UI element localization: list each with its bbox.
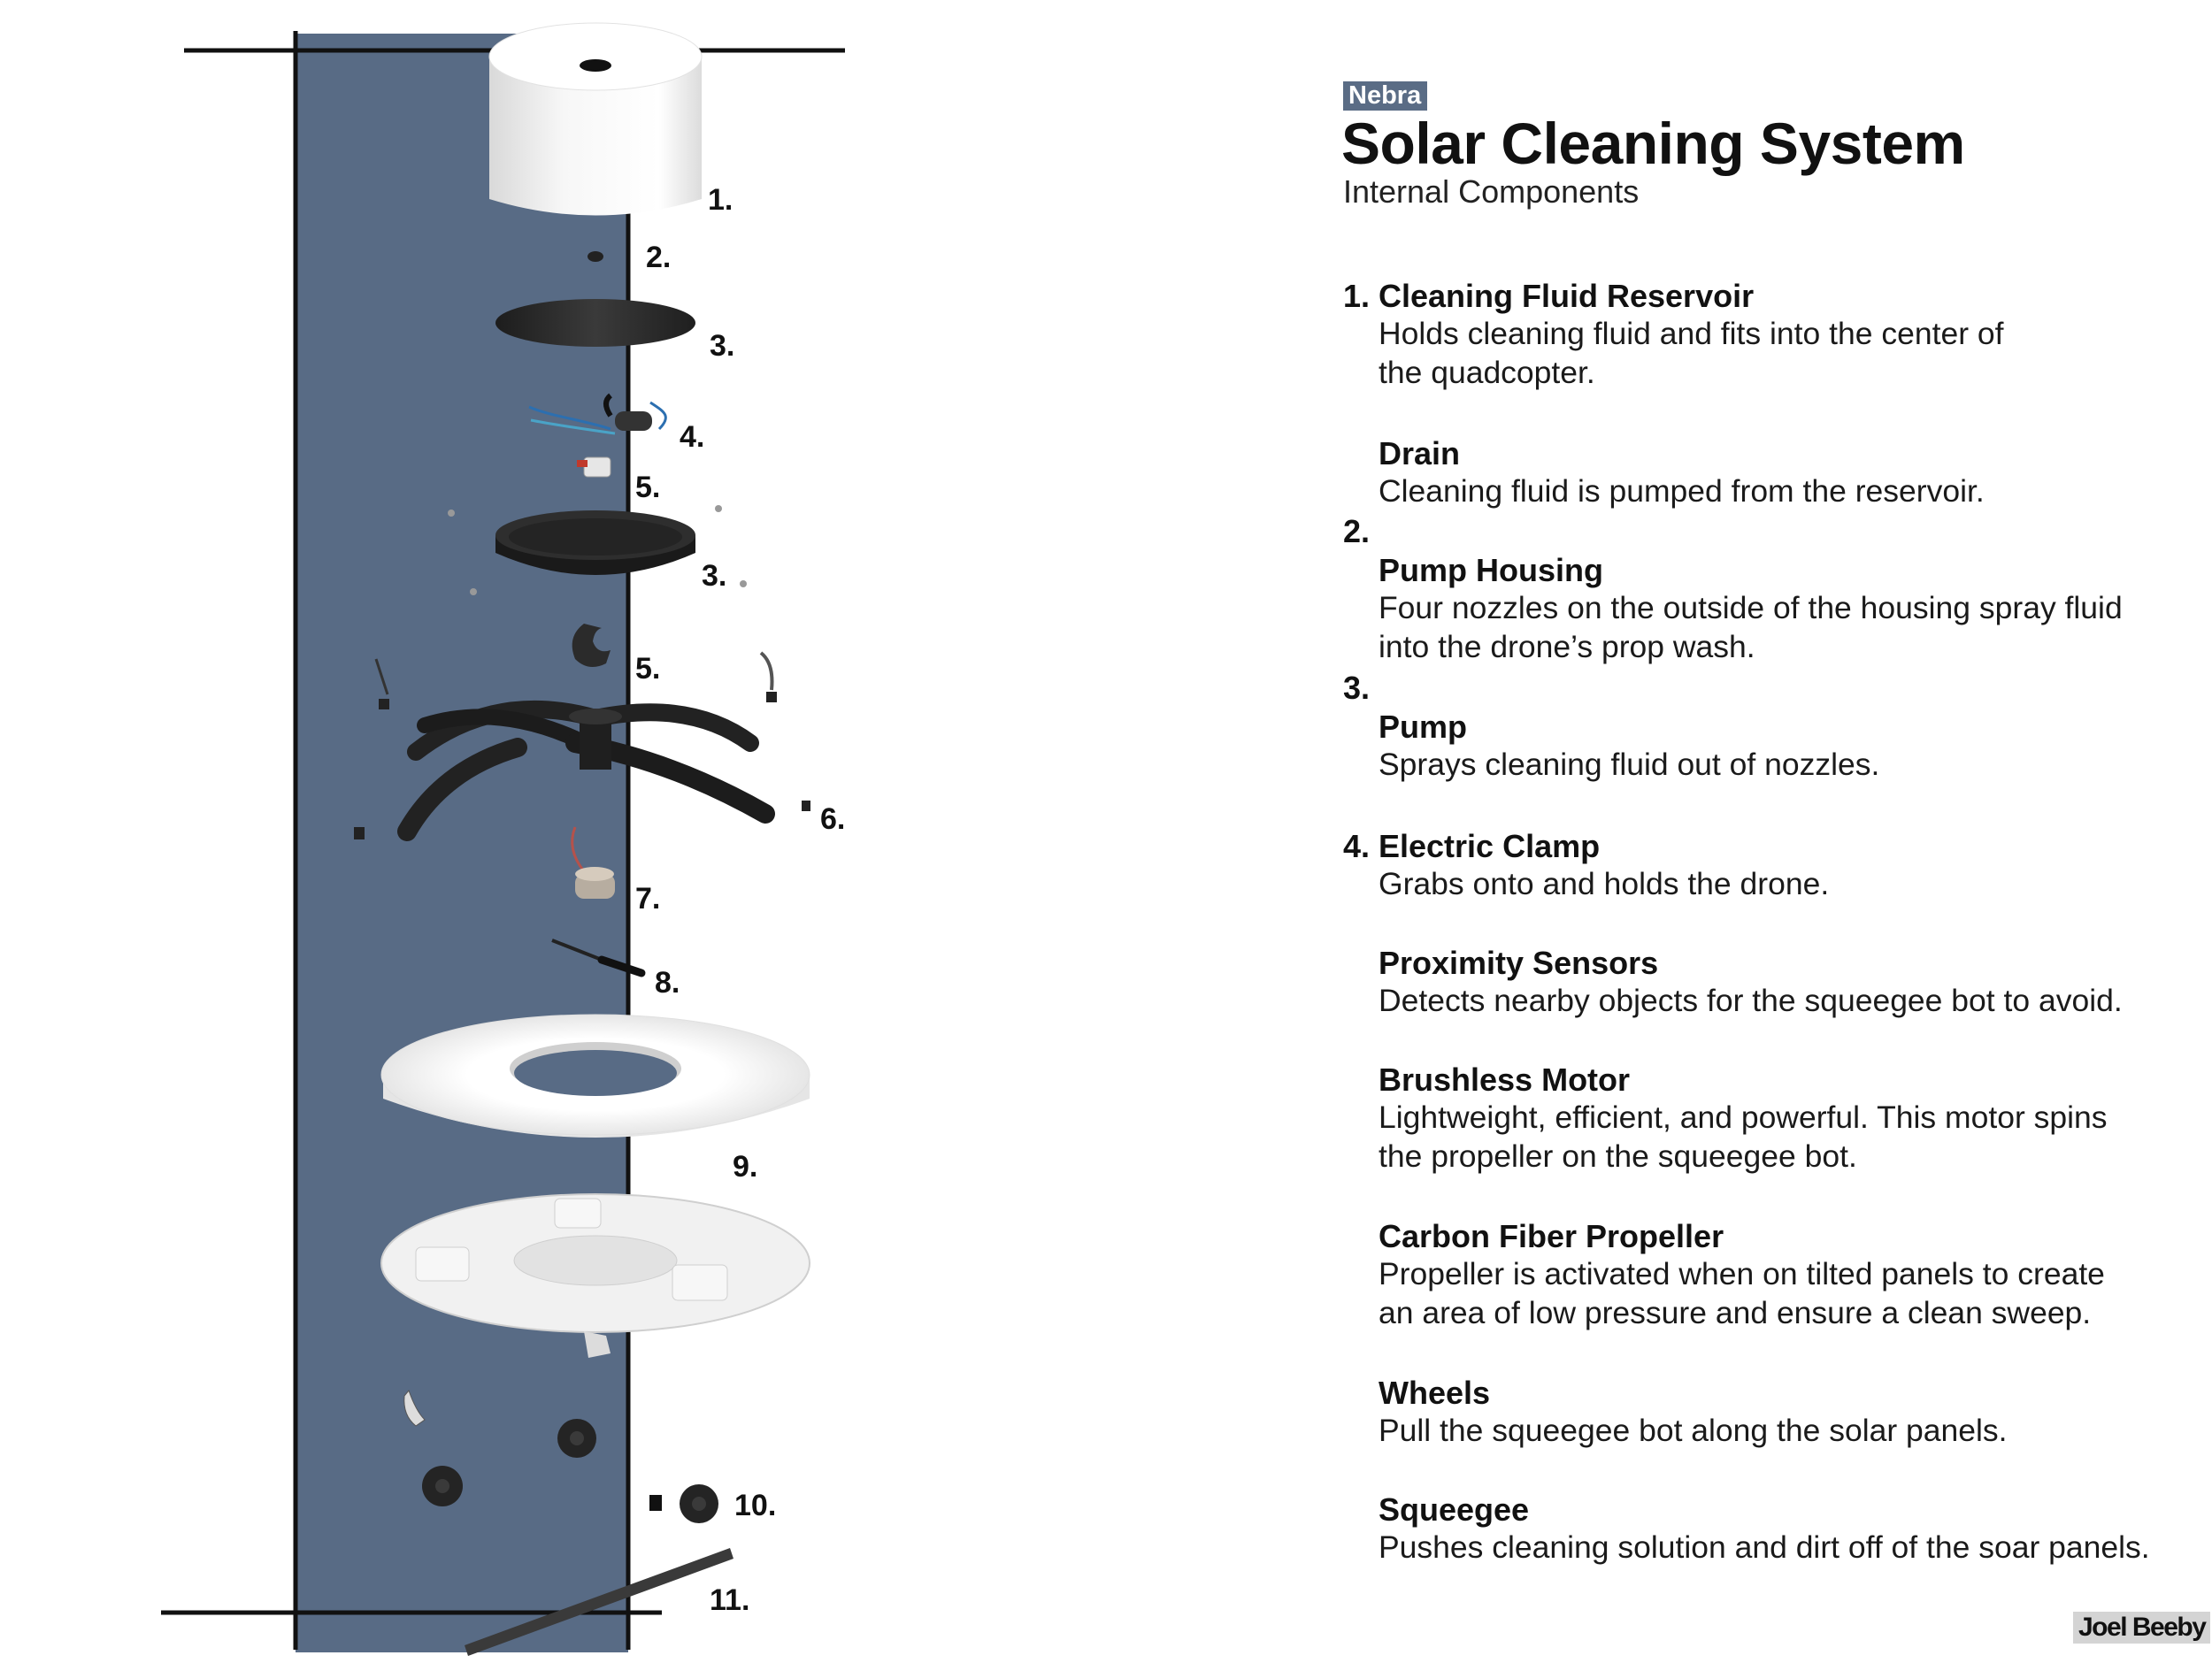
legend-number-2: 2.	[1343, 513, 1371, 549]
top-shell-part	[380, 1014, 810, 1138]
callout-3b: 3.	[702, 559, 727, 593]
component-title: Electric Clamp	[1379, 828, 1601, 864]
propeller-part	[551, 939, 646, 977]
callout-6: 6.	[820, 802, 846, 836]
component-desc: Lightweight, efficient, and powerful. Th…	[1379, 1100, 2108, 1135]
component-desc: Propeller is activated when on tilted pa…	[1379, 1256, 2105, 1291]
component-desc: Pushes cleaning solution and dirt off of…	[1379, 1529, 2150, 1565]
component-title: Carbon Fiber Propeller	[1379, 1218, 1724, 1254]
base-plate-part	[380, 1193, 810, 1358]
component-title: Pump	[1379, 709, 1468, 745]
component-desc: Holds cleaning fluid and fits into the c…	[1379, 316, 2004, 351]
component-desc: into the drone’s prop wash.	[1379, 629, 1755, 664]
callout-5: 5.	[635, 471, 661, 504]
callout-11: 11.	[710, 1583, 750, 1617]
component-desc: Four nozzles on the outside of the housi…	[1379, 590, 2123, 625]
legend-number-1: 1.	[1343, 278, 1371, 314]
callout-3: 3.	[710, 329, 735, 363]
component-title: Wheels	[1379, 1375, 1491, 1411]
exploded-view: 1. 2. 3. 4. 5. 3. 5. 6. 7. 8. 9. 10. 11.	[0, 0, 1018, 1659]
housing-lid-part	[495, 299, 695, 347]
motor-part	[571, 826, 615, 899]
legend-number-4: 4.	[1343, 828, 1371, 864]
callout-8: 8.	[655, 966, 680, 1000]
callout-9: 9.	[733, 1150, 758, 1184]
housing-base-part	[495, 510, 695, 575]
reservoir-part	[488, 22, 703, 216]
exploded-view-drawing	[161, 22, 845, 1656]
component-title: Proximity Sensors	[1379, 945, 1659, 981]
component-title: Squeegee	[1379, 1491, 1530, 1528]
legend-number-3: 3.	[1343, 670, 1371, 706]
clamp-small-part	[577, 456, 611, 478]
pump-part	[528, 393, 667, 435]
callout-4: 4.	[680, 420, 705, 454]
component-desc: Pull the squeegee bot along the solar pa…	[1379, 1413, 2008, 1448]
clamp-part	[572, 624, 611, 667]
component-desc: an area of low pressure and ensure a cle…	[1379, 1295, 2092, 1330]
callout-2: 2.	[646, 241, 672, 274]
wheels-part	[403, 1390, 718, 1523]
callout-1: 1.	[708, 183, 733, 217]
squeegee-part	[465, 1548, 733, 1656]
component-desc: Grabs onto and holds the drone.	[1379, 866, 1830, 901]
component-desc: the propeller on the squeegee bot.	[1379, 1138, 1857, 1174]
arms-frame-part	[354, 651, 810, 841]
background-panel	[296, 34, 628, 1652]
component-desc: the quadcopter.	[1379, 355, 1595, 390]
page-subtitle: Internal Components	[1343, 173, 1640, 210]
component-title: Drain	[1379, 435, 1461, 471]
callout-10: 10.	[734, 1489, 777, 1522]
brand-badge: Nebra	[1343, 81, 1428, 111]
component-desc: Detects nearby objects for the squeegee …	[1379, 983, 2123, 1018]
component-desc: Sprays cleaning fluid out of nozzles.	[1379, 747, 1880, 782]
author-signature: Joel Beeby	[2073, 1612, 2211, 1644]
component-title: Pump Housing	[1379, 552, 1603, 588]
drain-part	[588, 251, 603, 262]
page-title: Solar Cleaning System	[1341, 111, 1965, 176]
component-desc: Cleaning fluid is pumped from the reserv…	[1379, 473, 1985, 509]
callout-5b: 5.	[635, 652, 661, 686]
component-title: Cleaning Fluid Reservoir	[1379, 278, 1755, 314]
callout-7: 7.	[635, 882, 661, 916]
component-title: Brushless Motor	[1379, 1061, 1631, 1098]
